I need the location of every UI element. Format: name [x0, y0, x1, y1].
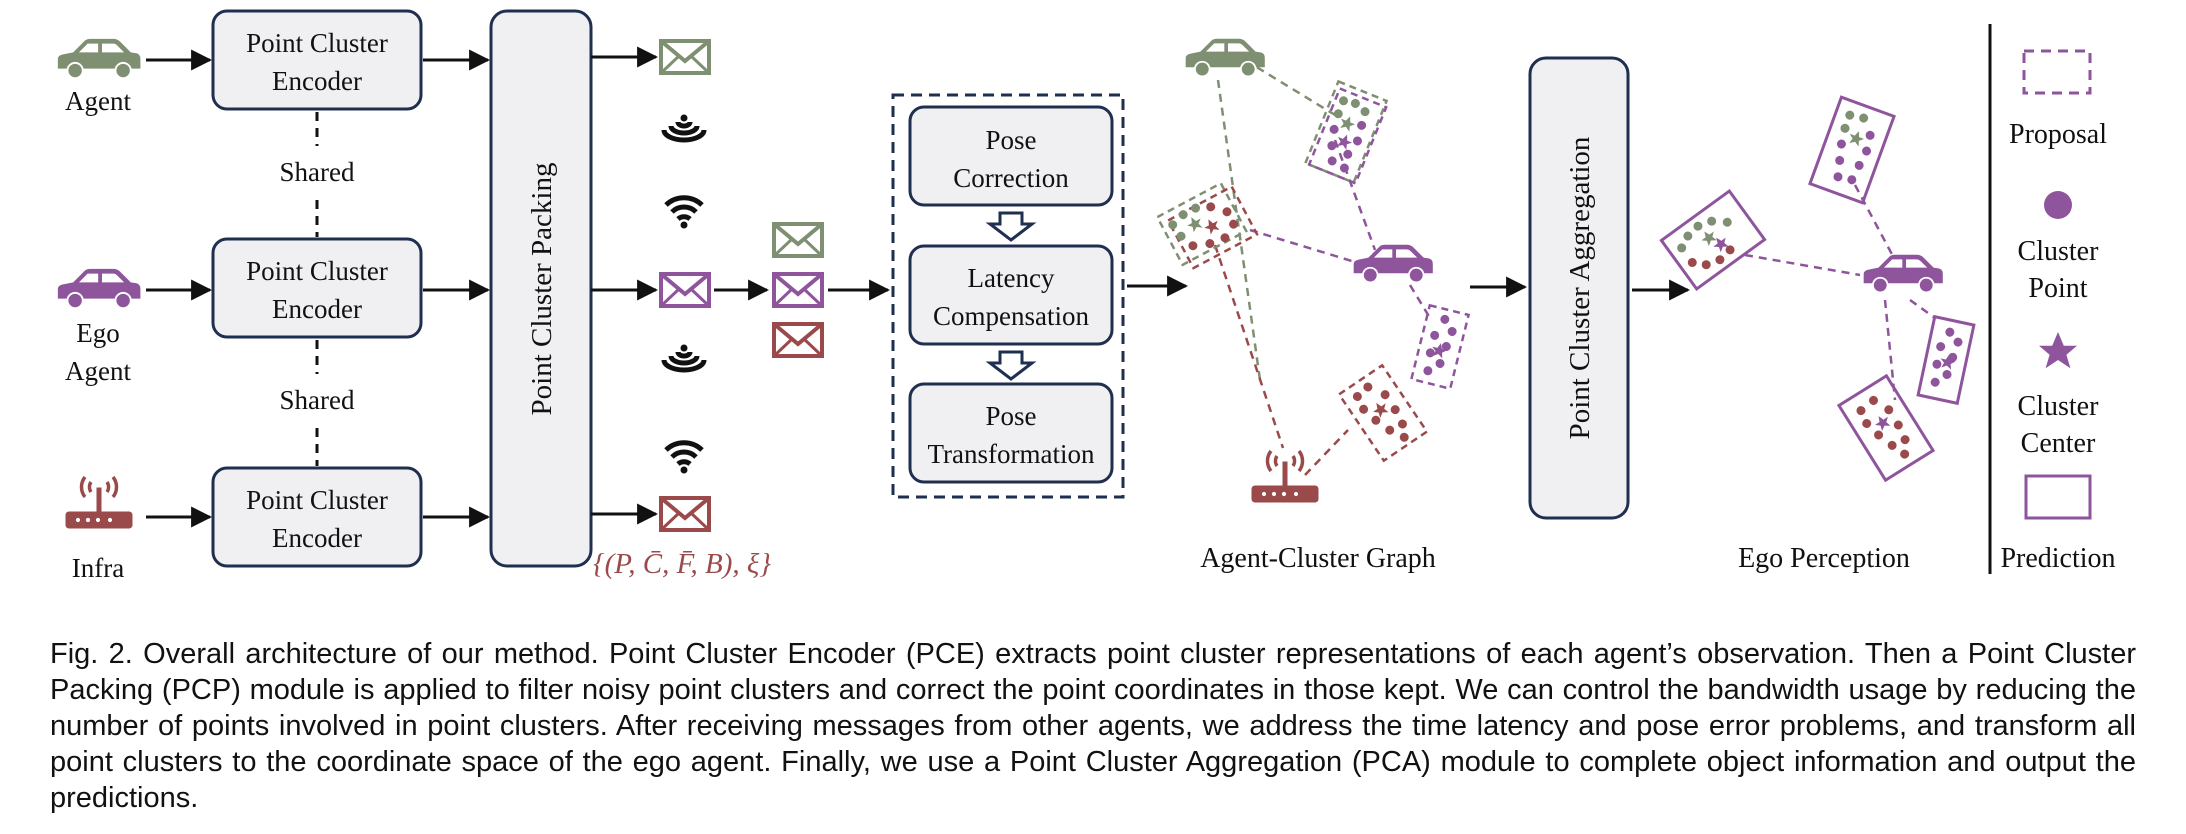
pose-correction-line1: Pose — [985, 125, 1036, 155]
encoder-label-line1: Point Cluster — [246, 256, 388, 286]
pose-correction-line2: Correction — [953, 163, 1069, 193]
cluster-point-swatch — [2044, 191, 2072, 219]
envelope-icon — [772, 222, 824, 258]
graph-edge — [1408, 284, 1432, 319]
graph-edge — [1213, 244, 1285, 449]
cluster-center-swatch — [2039, 332, 2077, 369]
ego-car-icon — [1863, 254, 1943, 294]
wifi-icon — [666, 443, 702, 474]
encoder-box-ego: Point Cluster Encoder — [211, 237, 423, 339]
down-arrow-icon — [985, 350, 1037, 381]
graph-edge — [1216, 79, 1262, 381]
legend-cluster-point-line1: Cluster — [2018, 236, 2100, 267]
pose-transformation-line2: Transformation — [928, 439, 1095, 469]
encoder-box-agent: Point Cluster Encoder — [211, 9, 423, 111]
encoder-label-line2: Encoder — [272, 294, 362, 324]
prediction-box — [1808, 95, 1896, 205]
pose-transformation-box: Pose Transformation — [908, 382, 1114, 484]
encoder-box-infra: Point Cluster Encoder — [211, 466, 423, 568]
envelope-icon — [772, 322, 824, 358]
latency-compensation-box: Latency Compensation — [908, 244, 1114, 346]
ego-perception-label: Ego Perception — [1738, 543, 1910, 574]
proposal-cluster — [1337, 363, 1429, 463]
proposal-cluster — [1409, 303, 1471, 391]
ego-car-icon — [57, 268, 141, 310]
aggregation-label: Point Cluster Aggregation — [1564, 136, 1596, 439]
prediction-box — [1659, 188, 1767, 292]
envelope-icon — [772, 272, 824, 308]
encoder-label-line1: Point Cluster — [246, 28, 388, 58]
graph-edge — [1744, 253, 1861, 277]
prediction-swatch — [2024, 474, 2092, 520]
legend: Proposal Cluster Point Cluster Center Pr… — [2000, 49, 2116, 574]
legend-prediction: Prediction — [2000, 543, 2115, 574]
figure-caption: Fig. 2. Overall architecture of our meth… — [50, 638, 2136, 814]
latency-compensation-line2: Compensation — [933, 301, 1089, 331]
agent-car-icon — [1185, 38, 1265, 78]
agent-car-icon — [57, 38, 141, 80]
pose-transformation-line1: Pose — [985, 401, 1036, 431]
graph-edge — [1249, 228, 1356, 264]
legend-cluster-center-line2: Center — [2021, 428, 2096, 459]
ego-perception — [1659, 95, 1976, 483]
graph-edge — [1853, 184, 1897, 261]
pose-pipeline-frame — [891, 93, 1125, 499]
packing-label: Point Cluster Packing — [526, 163, 558, 416]
ego-car-icon — [1353, 244, 1433, 284]
point-cluster-aggregation-box: Point Cluster Aggregation — [1528, 56, 1630, 520]
ego-label-line1: Ego — [76, 318, 120, 348]
point-cluster-packing-box: Point Cluster Packing — [489, 9, 593, 568]
shared-label: Shared — [280, 157, 355, 187]
envelope-icon — [659, 39, 711, 75]
prediction-box — [1916, 314, 1976, 406]
shared-label: Shared — [280, 385, 355, 415]
prediction-box — [1836, 373, 1936, 483]
legend-cluster-center-line1: Cluster — [2018, 391, 2100, 422]
encoder-label-line2: Encoder — [272, 523, 362, 553]
pose-correction-box: Pose Correction — [908, 105, 1114, 207]
signal-icon — [664, 345, 704, 371]
graph-edge — [1333, 139, 1377, 251]
proposal-cluster — [1155, 181, 1259, 270]
encoder-label-line1: Point Cluster — [246, 485, 388, 515]
message-formula: {(P, C̄, F̄, B), ξ} — [593, 548, 771, 580]
infra-router-icon — [1250, 449, 1320, 504]
encoder-label-line2: Encoder — [272, 66, 362, 96]
agent-label: Agent — [65, 86, 131, 116]
signal-icon — [664, 115, 704, 141]
graph-label: Agent-Cluster Graph — [1200, 543, 1436, 574]
graph-edge — [1244, 58, 1341, 120]
legend-proposal: Proposal — [2009, 119, 2107, 150]
down-arrow-icon — [985, 211, 1037, 242]
legend-cluster-point-line2: Point — [2028, 273, 2087, 304]
graph-edge — [1909, 298, 1936, 320]
graph-edge — [1883, 299, 1897, 401]
graph-edge — [1304, 429, 1349, 476]
proposal-cluster — [1303, 79, 1389, 185]
wifi-icon — [666, 198, 702, 229]
envelope-icon — [659, 496, 711, 532]
envelope-icon — [659, 272, 711, 308]
latency-compensation-line1: Latency — [968, 263, 1055, 293]
infra-label: Infra — [72, 553, 124, 583]
agent-cluster-graph — [1155, 38, 1471, 504]
ego-label-line2: Agent — [65, 356, 131, 386]
infra-router-icon — [64, 475, 134, 530]
proposal-swatch — [2022, 49, 2092, 95]
